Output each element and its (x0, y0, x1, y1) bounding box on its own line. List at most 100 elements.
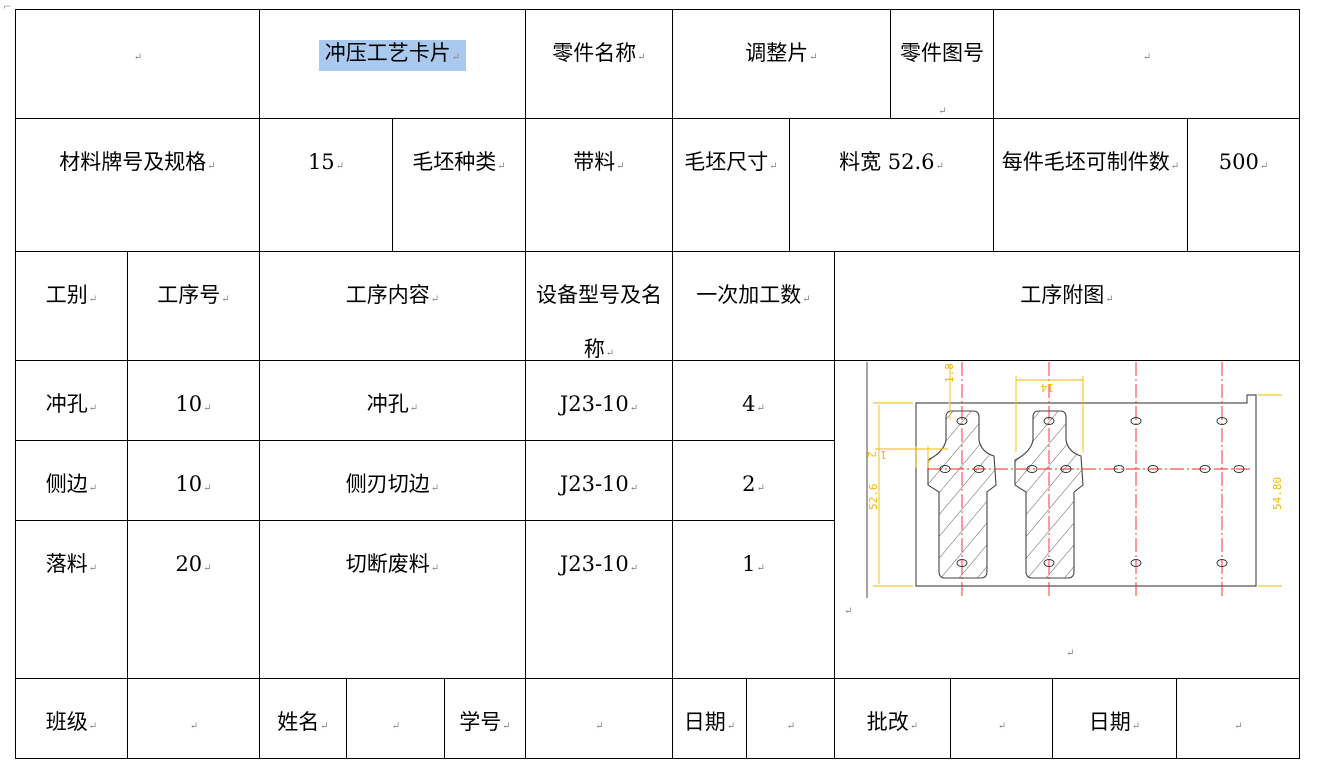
dim-1-8: 1.8 (943, 363, 956, 383)
corner-mark: ⌐ (3, 2, 12, 13)
operation-content: 切断废料 (259, 520, 526, 679)
material-grade-value: 15 (259, 118, 393, 252)
process-sketch: 1.8 14 2 1 52.6 54.80 (865, 362, 1284, 598)
operation-seq-text: 10 (169, 471, 217, 502)
col-type-text: 工别 (40, 282, 103, 313)
part-name-label-text: 零件名称 (546, 40, 651, 71)
drawing-no-value-text (1136, 45, 1157, 71)
drawing-no-value[interactable] (993, 9, 1300, 119)
centerlines (928, 362, 1252, 598)
date2-input[interactable] (1176, 678, 1300, 759)
material-grade-label: 材料牌号及规格 (15, 118, 260, 252)
operation-type-text: 侧边 (40, 471, 103, 502)
col-content: 工序内容 (259, 251, 526, 361)
dimensions: 1.8 14 2 1 52.6 54.80 (865, 363, 1284, 587)
blank-type-label-text: 毛坯种类 (406, 149, 511, 180)
pierced-hole (1130, 559, 1142, 567)
pierced-hole (1147, 465, 1159, 473)
date2-label: 日期 (1052, 678, 1177, 759)
dim-14: 14 (1040, 381, 1054, 394)
review-input-text (991, 714, 1012, 740)
dim-2: 2 (865, 451, 878, 458)
pierced-hole (1216, 559, 1228, 567)
col-count-text: 一次加工数 (690, 282, 816, 313)
blank-cell-text (127, 45, 148, 71)
blank-type-label: 毛坯种类 (392, 118, 526, 252)
class-input[interactable] (127, 678, 260, 759)
card-title-text: 冲压工艺卡片 (318, 40, 467, 71)
col-seq-text: 工序号 (151, 282, 235, 313)
operation-count-text: 1 (736, 551, 771, 582)
operation-equipment-text: J23-10 (554, 471, 644, 502)
operation-content: 侧刃切边 (259, 440, 526, 521)
blank-size-value-text: 料宽 52.6 (833, 149, 950, 180)
blank-size-label-text: 毛坯尺寸 (678, 149, 783, 180)
name-label: 姓名 (259, 678, 347, 759)
operation-count: 1 (672, 520, 835, 679)
name-label-text: 姓名 (271, 709, 334, 740)
pierced-hole (1026, 465, 1038, 473)
drawing-no-label-text: 零件图号 (891, 26, 993, 139)
paragraph-mark: ↵ (844, 606, 853, 617)
pierced-hole (939, 465, 951, 473)
operation-type: 侧边 (15, 440, 128, 521)
class-label: 班级 (15, 678, 128, 759)
blank-size-label: 毛坯尺寸 (672, 118, 790, 252)
part-name-value: 调整片 (672, 9, 891, 119)
operation-type: 落料 (15, 520, 128, 679)
dim-52-6: 52.6 (867, 484, 880, 511)
date-input[interactable] (746, 678, 835, 759)
date2-input-text (1227, 714, 1248, 740)
operation-seq: 10 (127, 440, 260, 521)
operation-count-text: 4 (736, 391, 771, 422)
pierced-hole (1216, 417, 1228, 425)
student-id-label: 学号 (444, 678, 526, 759)
student-id-label-text: 学号 (453, 709, 516, 740)
parts-per-blank-label-text: 每件毛坯可制件数 (996, 135, 1185, 194)
blank-type-value-text: 带料 (567, 149, 630, 180)
parts-per-blank-value: 500 (1187, 118, 1300, 252)
operation-equipment: J23-10 (525, 440, 673, 521)
pierced-hole (1113, 465, 1125, 473)
blank-cell[interactable] (15, 9, 260, 119)
operation-seq: 10 (127, 360, 260, 441)
material-grade-value-text: 15 (302, 149, 350, 180)
class-label-text: 班级 (40, 709, 103, 740)
name-input-text (385, 714, 406, 740)
student-id-input-text (588, 714, 609, 740)
date-input-text (780, 714, 801, 740)
parts-per-blank-label: 每件毛坯可制件数 (993, 118, 1188, 252)
operation-content-text: 冲孔 (361, 391, 424, 422)
dim-54-80: 54.80 (1271, 477, 1284, 510)
parts-per-blank-value-text: 500 (1213, 149, 1274, 180)
pierced-hole (973, 465, 985, 473)
blank-type-value: 带料 (525, 118, 673, 252)
date-label-text: 日期 (678, 709, 741, 740)
operation-count: 2 (672, 440, 835, 521)
operation-content-text: 侧刃切边 (340, 471, 445, 502)
card-title: 冲压工艺卡片 (259, 9, 526, 119)
name-input[interactable] (346, 678, 445, 759)
pierced-hole (1043, 417, 1055, 425)
student-id-input[interactable] (525, 678, 673, 759)
pierced-hole (956, 417, 968, 425)
paragraph-mark: ↵ (1066, 648, 1075, 659)
pierced-hole (1043, 559, 1055, 567)
pierced-hole (1130, 417, 1142, 425)
operation-content: 冲孔 (259, 360, 526, 441)
col-equipment-text: 设备型号及名称 (526, 268, 672, 381)
part-name-label: 零件名称 (525, 9, 673, 119)
operation-equipment-text: J23-10 (554, 551, 644, 582)
pierced-hole (1233, 465, 1245, 473)
pierced-hole (1199, 465, 1211, 473)
col-count: 一次加工数 (672, 251, 835, 361)
date2-label-text: 日期 (1083, 709, 1146, 740)
date-label: 日期 (672, 678, 747, 759)
operation-type: 冲孔 (15, 360, 128, 441)
strip-outline (915, 394, 1257, 587)
operation-seq: 20 (127, 520, 260, 679)
review-input[interactable] (950, 678, 1053, 759)
pierced-hole (1060, 465, 1072, 473)
dim-1: 1 (880, 448, 887, 461)
